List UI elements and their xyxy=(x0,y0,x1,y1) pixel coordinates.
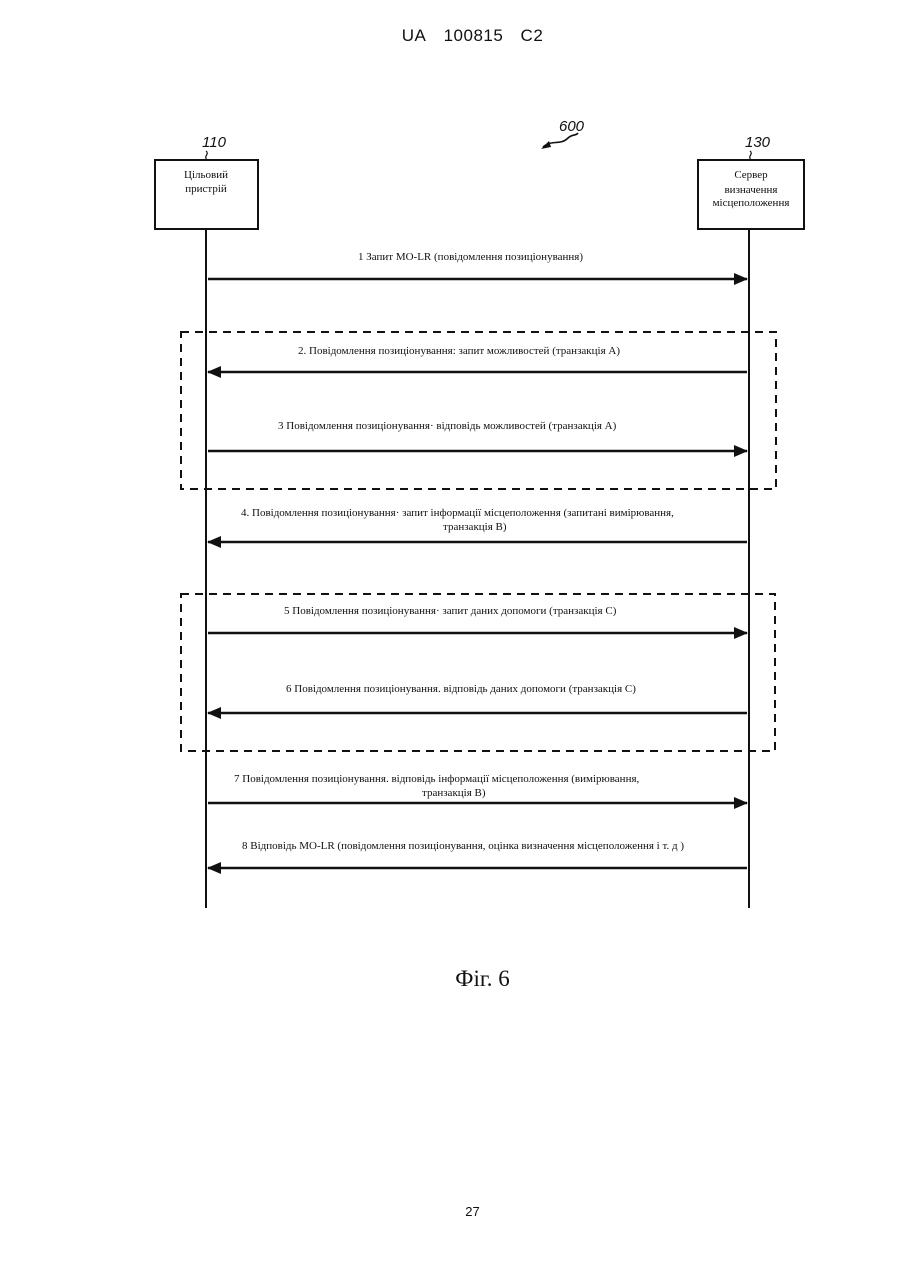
message-3-label: 3 Повідомлення позиціонування· відповідь… xyxy=(278,420,617,432)
message-6-label: 6 Повідомлення позиціонування. відповідь… xyxy=(286,683,636,695)
right-entity-label-line: місцеположення xyxy=(713,197,790,209)
message-7-label: 7 Повідомлення позиціонування. відповідь… xyxy=(234,773,640,785)
message-5-label: 5 Повідомлення позиціонування· запит дан… xyxy=(284,605,617,617)
message-4-label-line-2: транзакція В) xyxy=(443,521,507,533)
page-number: 27 xyxy=(0,1204,901,1219)
left-entity-label-line: пристрій xyxy=(185,183,227,195)
figure-reference-number: 600 xyxy=(559,118,585,135)
message-7-label-line-2: транзакція В) xyxy=(422,787,486,799)
right-entity-label-line: Сервер xyxy=(734,169,768,181)
message-8-label: 8 Відповідь MO-LR (повідомлення позиціон… xyxy=(242,840,684,852)
figure-caption: Фіг. 6 xyxy=(0,966,901,992)
message-4-label: 4. Повідомлення позиціонування· запит ін… xyxy=(241,507,674,519)
figure-reference-arrowhead xyxy=(541,141,551,149)
message-1-label: 1 Запит MO-LR (повідомлення позиціонуван… xyxy=(358,251,583,263)
left-entity-label-line: Цільовий xyxy=(184,169,228,181)
right-entity-label-line: визначення xyxy=(724,184,777,196)
left-entity-reference: 110 xyxy=(202,134,227,151)
left-entity-leader xyxy=(206,151,208,160)
right-entity-reference: 130 xyxy=(745,134,771,151)
message-2-label: 2. Повідомлення позиціонування: запит мо… xyxy=(298,345,620,357)
transaction-c-group xyxy=(181,594,775,751)
right-entity-leader xyxy=(750,151,752,160)
